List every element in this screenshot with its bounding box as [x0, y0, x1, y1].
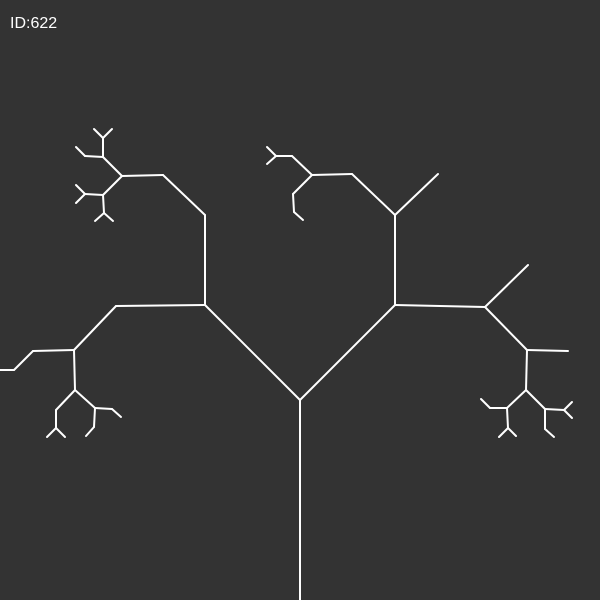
tree-branch-8: [93, 128, 104, 139]
tree-branch-52: [480, 398, 491, 409]
tree-branch-27: [46, 427, 57, 438]
tree-branch-17: [94, 212, 105, 222]
tree-branch-33: [111, 408, 122, 418]
tree-branch-10: [84, 155, 104, 158]
tree-branch-4: [162, 174, 206, 216]
tree-branch-42: [292, 174, 313, 195]
tree-branch-57: [544, 408, 565, 411]
tree-branch-58: [563, 401, 573, 411]
tree-branch-50: [506, 389, 527, 409]
tree-branch-12: [102, 175, 123, 196]
tree-branch-1: [204, 304, 301, 401]
tree-branch-44: [293, 211, 304, 221]
tree-branch-28: [55, 427, 66, 438]
tree-branch-2: [299, 304, 396, 401]
tree-branch-6: [102, 156, 123, 177]
tree-branch-38: [291, 155, 313, 176]
tree-branch-47: [484, 306, 528, 351]
tree-branch-21: [32, 349, 75, 352]
tree-branch-29: [74, 389, 96, 409]
tree-branch-30: [93, 407, 96, 428]
tree-branch-9: [102, 128, 113, 139]
tree-branch-43: [292, 193, 295, 213]
tree-branch-25: [55, 389, 76, 411]
tree-branch-53: [506, 407, 509, 429]
tree-branch-19: [115, 304, 206, 307]
tree-branch-40: [266, 146, 277, 157]
tree-branch-37: [311, 173, 353, 176]
tree-branch-32: [94, 407, 113, 410]
tree-branch-56: [525, 389, 546, 410]
tree-branch-20: [73, 305, 117, 351]
tree-branch-54: [498, 427, 509, 438]
tree-branch-11: [75, 146, 86, 157]
tree-branch-16: [102, 194, 105, 214]
tree-branch-55: [507, 427, 517, 437]
tree-branch-41: [266, 155, 277, 165]
tree-branch-31: [85, 426, 95, 437]
tree-branch-13: [84, 193, 104, 196]
tree-branch-45: [394, 304, 486, 308]
tree-branch-49: [525, 349, 528, 391]
tree-branch-24: [73, 349, 76, 391]
tree-branch-48: [526, 349, 569, 352]
tree-branch-59: [563, 409, 573, 419]
tree-branch-22: [13, 350, 34, 371]
id-label: ID:622: [10, 15, 58, 32]
tree-branch-36: [351, 173, 396, 216]
tree-branch-35: [394, 173, 439, 216]
tree-branch-14: [75, 184, 86, 195]
tree-branch-5: [121, 174, 164, 177]
tree-branch-46: [484, 264, 529, 308]
tree-branch-61: [544, 428, 555, 438]
tree-branch-15: [75, 193, 86, 204]
tree-branch-18: [103, 212, 114, 222]
